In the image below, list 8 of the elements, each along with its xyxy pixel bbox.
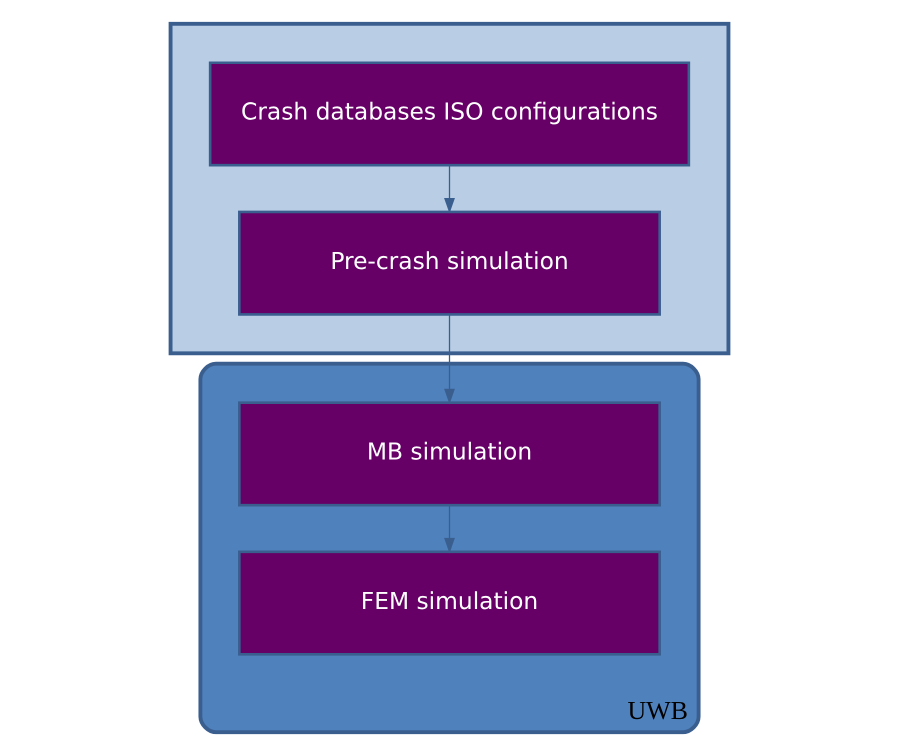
cluster [168,22,730,356]
node-box: Crash databases ISO configurations [208,61,690,167]
arrow [444,314,454,404]
arrow [444,165,454,214]
node-box: Pre-crash simulation [238,210,660,316]
node-box: MB simulation [238,401,660,506]
arrow [444,505,454,554]
node-box: FEM simulation [238,550,660,656]
